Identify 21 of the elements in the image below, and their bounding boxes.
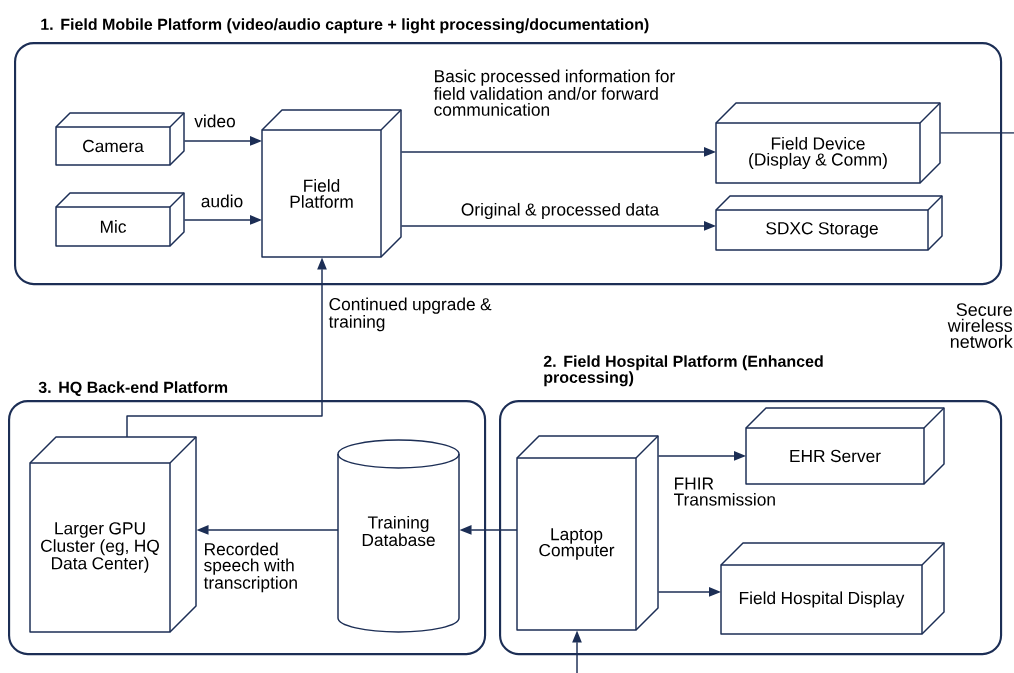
device-box: Field Device (Display & Comm)	[715, 102, 941, 184]
device-box: EHR Server	[745, 407, 945, 485]
edge-label: Continued upgrade & training	[328, 297, 492, 332]
node-label: Training Database	[362, 515, 435, 547]
device-box: Larger GPU Cluster (eg, HQ Data Center)	[29, 436, 197, 633]
node-label: 2. Field Hospital Platform (Enhanced processing)	[543, 355, 823, 387]
node-label: 3. HQ Back-end Platform	[38, 381, 228, 397]
device-box: Field Platform	[261, 109, 402, 258]
device-box: Camera	[55, 112, 185, 166]
database-cylinder: Training Database	[337, 439, 460, 633]
node-label: 1. Field Mobile Platform (video/audio capture + light processing/documentation)	[41, 18, 649, 34]
edge-label: audio	[201, 194, 243, 208]
edge-label: Basic processed information for field validation and/or forward communication	[433, 69, 675, 116]
device-box: SDXC Storage	[715, 195, 943, 251]
device-box: Mic	[55, 192, 185, 247]
edge-label: Recorded speech with transcription	[203, 542, 297, 593]
device-box: Field Hospital Display	[720, 542, 945, 635]
edge-label: Original & processed data	[461, 202, 660, 220]
device-box: Laptop Computer	[516, 435, 659, 631]
edge-label: video	[194, 114, 235, 128]
network-label: Secure wireless network	[947, 303, 1013, 348]
